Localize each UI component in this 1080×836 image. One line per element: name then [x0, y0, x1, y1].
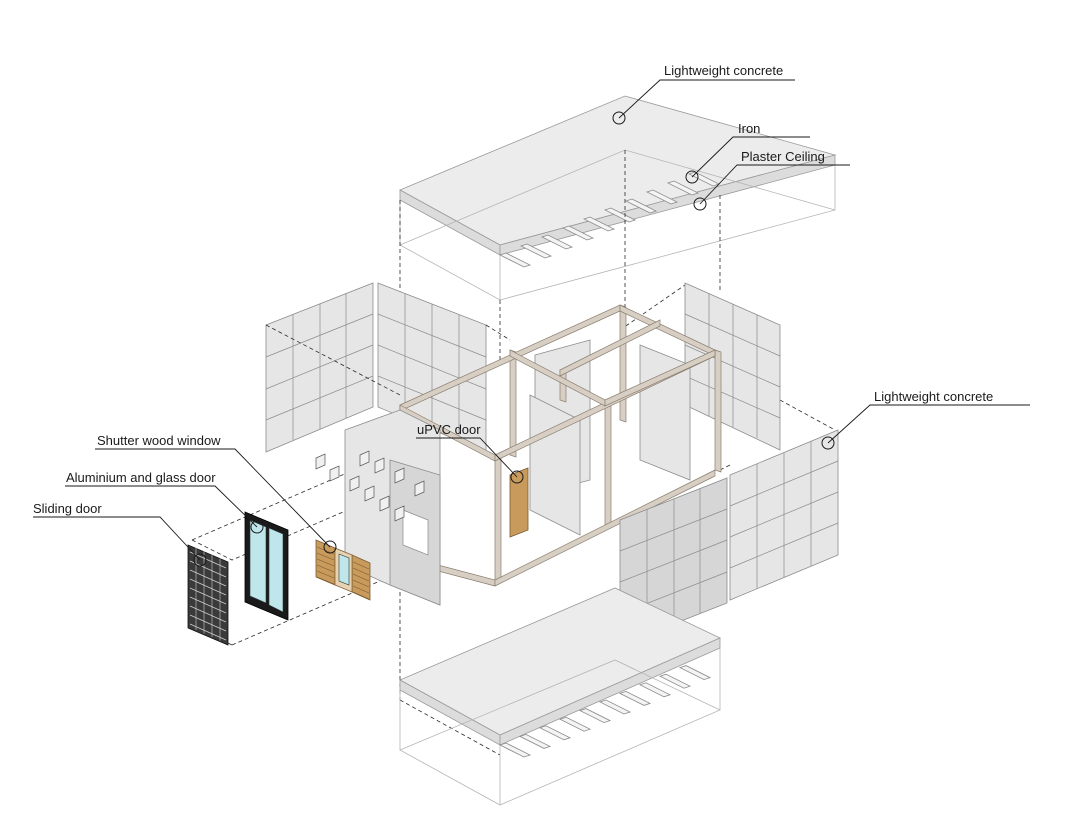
- vent-block: [394, 467, 405, 484]
- iron-beam: [598, 699, 632, 715]
- roof-slab: [399, 95, 837, 301]
- vent-block: [374, 457, 385, 474]
- shutter-slat: [316, 570, 335, 579]
- label-text-sliding-door: Sliding door: [33, 501, 102, 516]
- shutter-wood-window: [315, 539, 371, 601]
- label-text-shutter-window: Shutter wood window: [97, 433, 221, 448]
- label-sliding-door: Sliding door: [33, 501, 207, 567]
- frame-post: [509, 349, 517, 458]
- iron-beams-top: [498, 171, 721, 268]
- shutter-slat: [352, 567, 370, 576]
- vent-block: [379, 495, 390, 512]
- label-text-plaster-ceiling: Plaster Ceiling: [741, 149, 825, 164]
- label-plaster-ceiling: Plaster Ceiling: [693, 149, 850, 211]
- label-text-right-wall: Lightweight concrete: [874, 389, 993, 404]
- iron-beam: [603, 207, 637, 223]
- iron-beam: [519, 243, 553, 259]
- sliding-door: [187, 544, 229, 646]
- label-top-slab: Lightweight concrete: [612, 63, 795, 125]
- label-text-aluminium-door: Aluminium and glass door: [66, 470, 216, 485]
- iron-beam: [618, 690, 652, 706]
- aluminium-glass-door: [244, 511, 289, 621]
- vent-block: [394, 505, 405, 522]
- iron-beams-bottom: [498, 665, 712, 758]
- shutter-slat: [352, 573, 370, 582]
- vent-block: [364, 485, 375, 502]
- iron-beam: [540, 234, 574, 250]
- label-iron: Iron: [685, 121, 810, 184]
- vent-block: [414, 480, 425, 497]
- vent-block: [359, 450, 370, 467]
- iron-beam: [558, 716, 592, 732]
- iron-beam: [538, 725, 572, 741]
- frame-beam: [604, 349, 716, 407]
- iron-beam: [498, 742, 532, 758]
- frame-post: [604, 399, 612, 528]
- shutter-slat: [316, 552, 335, 561]
- iron-beam: [578, 708, 612, 724]
- label-text-top-slab: Lightweight concrete: [664, 63, 783, 78]
- iron-beam: [624, 198, 658, 214]
- shutter-slat: [352, 561, 370, 570]
- iron-beam: [666, 180, 700, 196]
- iron-beam: [518, 733, 552, 749]
- iron-beam: [638, 682, 672, 698]
- front-right-walls: [619, 429, 839, 646]
- label-right-wall: Lightweight concrete: [821, 389, 1030, 450]
- front-left-wall: [315, 409, 441, 606]
- frame-beam: [559, 319, 661, 377]
- iron-beam: [658, 673, 692, 689]
- label-shutter-window: Shutter wood window: [95, 433, 337, 554]
- label-upvc-door: uPVC door: [416, 422, 524, 484]
- shutter-slat: [316, 576, 335, 585]
- iron-beam: [498, 252, 532, 268]
- label-aluminium-door: Aluminium and glass door: [65, 470, 264, 534]
- frame-post: [714, 349, 722, 473]
- frame-post: [494, 454, 502, 583]
- upvc-door: [509, 467, 529, 538]
- shutter-slat: [316, 564, 335, 573]
- vent-block: [315, 453, 326, 470]
- iron-beam: [645, 189, 679, 205]
- floor-slab: [399, 587, 721, 806]
- shutter-slat: [316, 558, 335, 567]
- label-text-upvc-door: uPVC door: [417, 422, 481, 437]
- iron-beam: [561, 225, 595, 241]
- iron-beam: [678, 665, 712, 681]
- vent-block: [349, 475, 360, 492]
- frame-beam: [494, 469, 716, 587]
- core-frame: [399, 282, 781, 587]
- shutter-slat: [352, 591, 370, 600]
- iron-beam: [582, 216, 616, 232]
- vent-block: [329, 465, 340, 482]
- label-text-iron: Iron: [738, 121, 760, 136]
- shutter-slat: [352, 579, 370, 588]
- shutter-slat: [352, 585, 370, 594]
- frame-post: [619, 304, 627, 423]
